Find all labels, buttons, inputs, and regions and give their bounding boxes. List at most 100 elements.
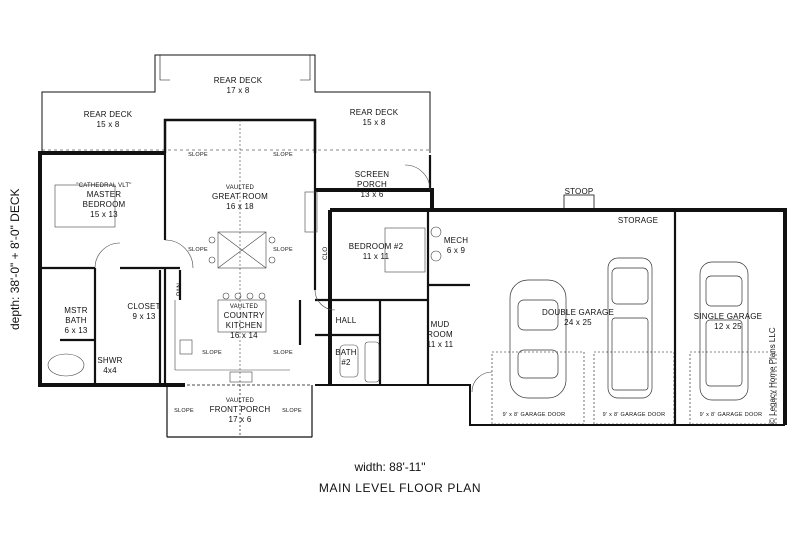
room-size: 13 x 6: [360, 190, 384, 199]
room-name-2: BATH: [65, 316, 87, 325]
room-name: STOOP: [564, 187, 594, 196]
shwr-label: SHWR 4x4: [97, 356, 122, 376]
room-name: BATH: [335, 348, 357, 357]
room-name: MECH: [443, 236, 469, 245]
room-name: STORAGE: [617, 216, 659, 225]
slope-label: SLOPE: [202, 350, 222, 356]
room-name: REAR DECK: [213, 76, 263, 85]
room-name: SINGLE GARAGE: [693, 312, 763, 321]
slope-label: SLOPE: [273, 247, 293, 253]
garage-door-3-outline: [689, 351, 777, 425]
room-name-2: #2: [341, 358, 351, 367]
room-size: 9 x 13: [132, 312, 156, 321]
rear-deck-outline: [41, 54, 431, 153]
room-name: MUD: [430, 320, 450, 329]
stoop-box: [563, 194, 595, 211]
deck-stair-left: [159, 55, 170, 81]
front-porch-label: VAULTED FRONT PORCH 17 x 6: [210, 398, 271, 425]
room-name: FRONT PORCH: [209, 405, 271, 414]
car-left: [509, 279, 567, 399]
room-name: SHWR: [97, 356, 123, 365]
room-size: 11 x 11: [362, 252, 390, 261]
room-size: 17 x 8: [226, 86, 250, 95]
room-size: 4x4: [103, 366, 117, 375]
master-bedroom-label: "CATHEDRAL VLT" MASTER BEDROOM 15 x 13: [76, 183, 131, 220]
room-note: VAULTED: [225, 185, 255, 191]
closet-label: CLOSET 9 x 13: [127, 302, 160, 322]
room-note: VAULTED: [225, 398, 255, 404]
room-name-2: KITCHEN: [225, 321, 263, 330]
room-name: REAR DECK: [83, 110, 133, 119]
truck-center: [607, 257, 653, 399]
room-size: 16 x 14: [230, 331, 258, 340]
great-room-label: VAULTED GREAT ROOM 16 x 18: [212, 185, 268, 212]
room-size: 15 x 8: [362, 118, 386, 127]
master-bed: [54, 184, 116, 228]
room-name-2: ROOM: [427, 330, 453, 339]
room-name: REAR DECK: [349, 108, 399, 117]
depth-dimension-label: depth: 38'-0" + 8'-0" DECK: [8, 188, 22, 330]
garage-door-label: 9' x 8' GARAGE DOOR: [699, 412, 763, 418]
room-note: VAULTED: [229, 304, 259, 310]
room-size: 6 x 9: [446, 246, 466, 255]
room-size: 16 x 18: [226, 202, 254, 211]
fireplace: [304, 191, 318, 233]
single-garage-label: SINGLE GARAGE 12 x 25: [694, 312, 762, 332]
master-tub: [47, 353, 85, 377]
room-name: COUNTRY: [223, 311, 265, 320]
room-size: 6 x 13: [64, 326, 88, 335]
rear-deck-right-label: REAR DECK 15 x 8: [350, 108, 398, 128]
garage-door-label: 9' x 8' GARAGE DOOR: [602, 412, 666, 418]
screen-porch-label: SCREEN PORCH 13 x 6: [355, 170, 390, 200]
slope-label: SLOPE: [273, 350, 293, 356]
room-name-2: PORCH: [357, 180, 387, 189]
bedroom2-bed: [384, 227, 426, 273]
kitchen-island: [217, 299, 267, 333]
mech-label: MECH 6 x 9: [444, 236, 468, 256]
storage-label: STORAGE: [618, 216, 658, 226]
dining-table: [217, 231, 267, 269]
slope-label: SLOPE: [174, 408, 194, 414]
room-name: SCREEN: [354, 170, 390, 179]
room-size: 11 x 11: [426, 340, 454, 349]
garage-door-label: 9' x 8' GARAGE DOOR: [502, 412, 566, 418]
room-size: 15 x 8: [96, 120, 120, 129]
country-kitchen-label: VAULTED COUNTRY KITCHEN 16 x 14: [224, 304, 265, 341]
mstr-bath-label: MSTR BATH 6 x 13: [64, 306, 87, 336]
rear-deck-left-label: REAR DECK 15 x 8: [84, 110, 132, 130]
double-garage-label: DOUBLE GARAGE 24 x 25: [542, 308, 614, 328]
garage-door-2-outline: [593, 351, 675, 425]
bedroom2-label: BEDROOM #2 11 x 11: [349, 242, 403, 262]
room-name: CLOSET: [127, 302, 161, 311]
room-name-2: BEDROOM: [82, 200, 126, 209]
width-dimension-label: width: 88'-11": [354, 460, 426, 474]
room-name: GREAT ROOM: [212, 192, 268, 201]
room-name: BEDROOM #2: [348, 242, 404, 251]
garage-door-1-outline: [491, 351, 585, 425]
room-size: 17 x 6: [228, 415, 252, 424]
suv-right: [699, 261, 749, 401]
hall-label: HALL: [336, 316, 357, 326]
rear-deck-center-label: REAR DECK 17 x 8: [214, 76, 262, 96]
room-size: 24 x 25: [564, 318, 592, 327]
bath2-label: BATH #2: [335, 348, 357, 368]
slope-label: SLOPE: [188, 152, 208, 158]
clo-label: CLO: [322, 246, 329, 260]
room-name: DOUBLE GARAGE: [542, 308, 614, 317]
room-size: 12 x 25: [714, 322, 742, 331]
copyright-notice: © Legacy Home Plans LLC: [768, 327, 777, 424]
room-size: 15 x 13: [90, 210, 118, 219]
slope-label: SLOPE: [188, 247, 208, 253]
slope-label: SLOPE: [282, 408, 302, 414]
room-name: MASTER: [86, 190, 122, 199]
plan-title: MAIN LEVEL FLOOR PLAN: [318, 481, 482, 495]
slope-label: SLOPE: [273, 152, 293, 158]
deck-stair-right: [300, 55, 311, 81]
mud-room-label: MUD ROOM 11 x 11: [427, 320, 453, 350]
room-name: HALL: [335, 316, 357, 325]
stoop-label: STOOP: [565, 187, 594, 197]
pan-label: PAN: [176, 283, 183, 296]
room-note: "CATHEDRAL VLT": [76, 183, 132, 189]
room-name: MSTR: [64, 306, 88, 315]
